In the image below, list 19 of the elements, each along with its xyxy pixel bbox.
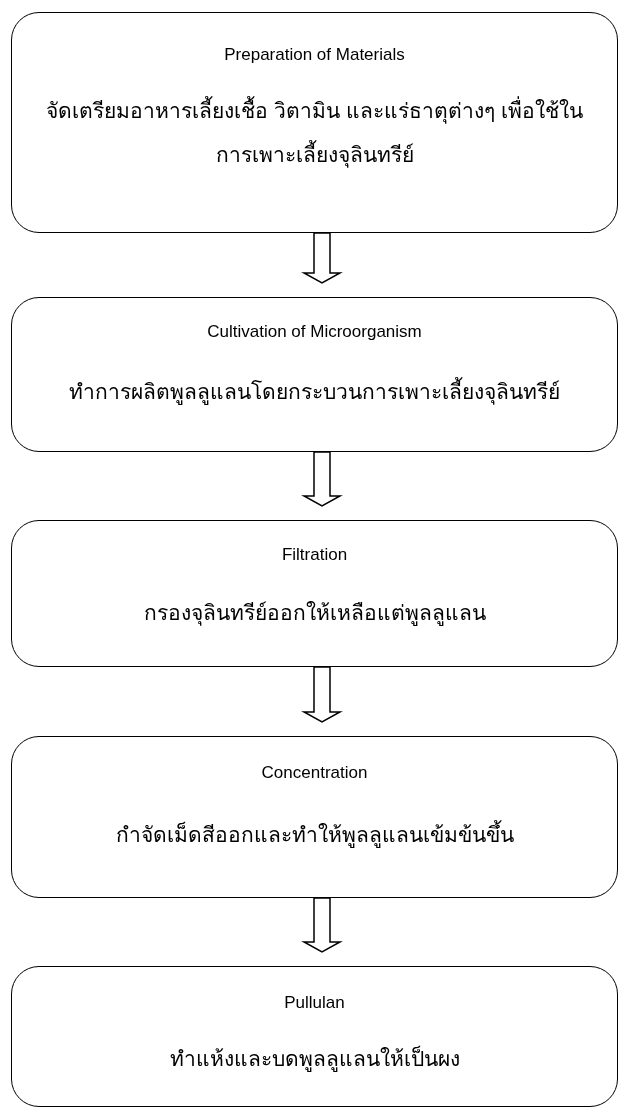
step-title: Concentration (260, 763, 369, 783)
block-arrow (301, 897, 343, 953)
process-box (11, 520, 618, 667)
step-description: จัดเตรียมอาหารเลี้ยงเชื้อ วิตามิน และแร่ธาตุต่างๆ เพื่อใช้ในการเพาะเลี้ยงจุลินทรีย์ (32, 89, 597, 177)
step-title: Filtration (280, 545, 349, 565)
step-title: Cultivation of Microorganism (206, 322, 423, 342)
step-title: Pullulan (283, 993, 346, 1013)
step-description: กำจัดเม็ดสีออกและทำให้พูลลูแลนเข้มข้นขึ้น (32, 813, 597, 857)
process-box (11, 12, 618, 233)
block-arrow (301, 232, 343, 284)
block-arrow (301, 666, 343, 723)
block-arrow (301, 451, 343, 507)
step-description: ทำการผลิตพูลลูแลนโดยกระบวนการเพาะเลี้ยงจุลินทรีย์ (32, 370, 597, 414)
process-box (11, 966, 618, 1107)
process-box (11, 736, 618, 898)
step-description: ทำแห้งและบดพูลลูแลนให้เป็นผง (168, 1044, 461, 1074)
step-title: Preparation of Materials (223, 45, 406, 65)
process-box (11, 297, 618, 452)
step-description: กรองจุลินทรีย์ออกให้เหลือแต่พูลลูแลน (142, 600, 487, 628)
